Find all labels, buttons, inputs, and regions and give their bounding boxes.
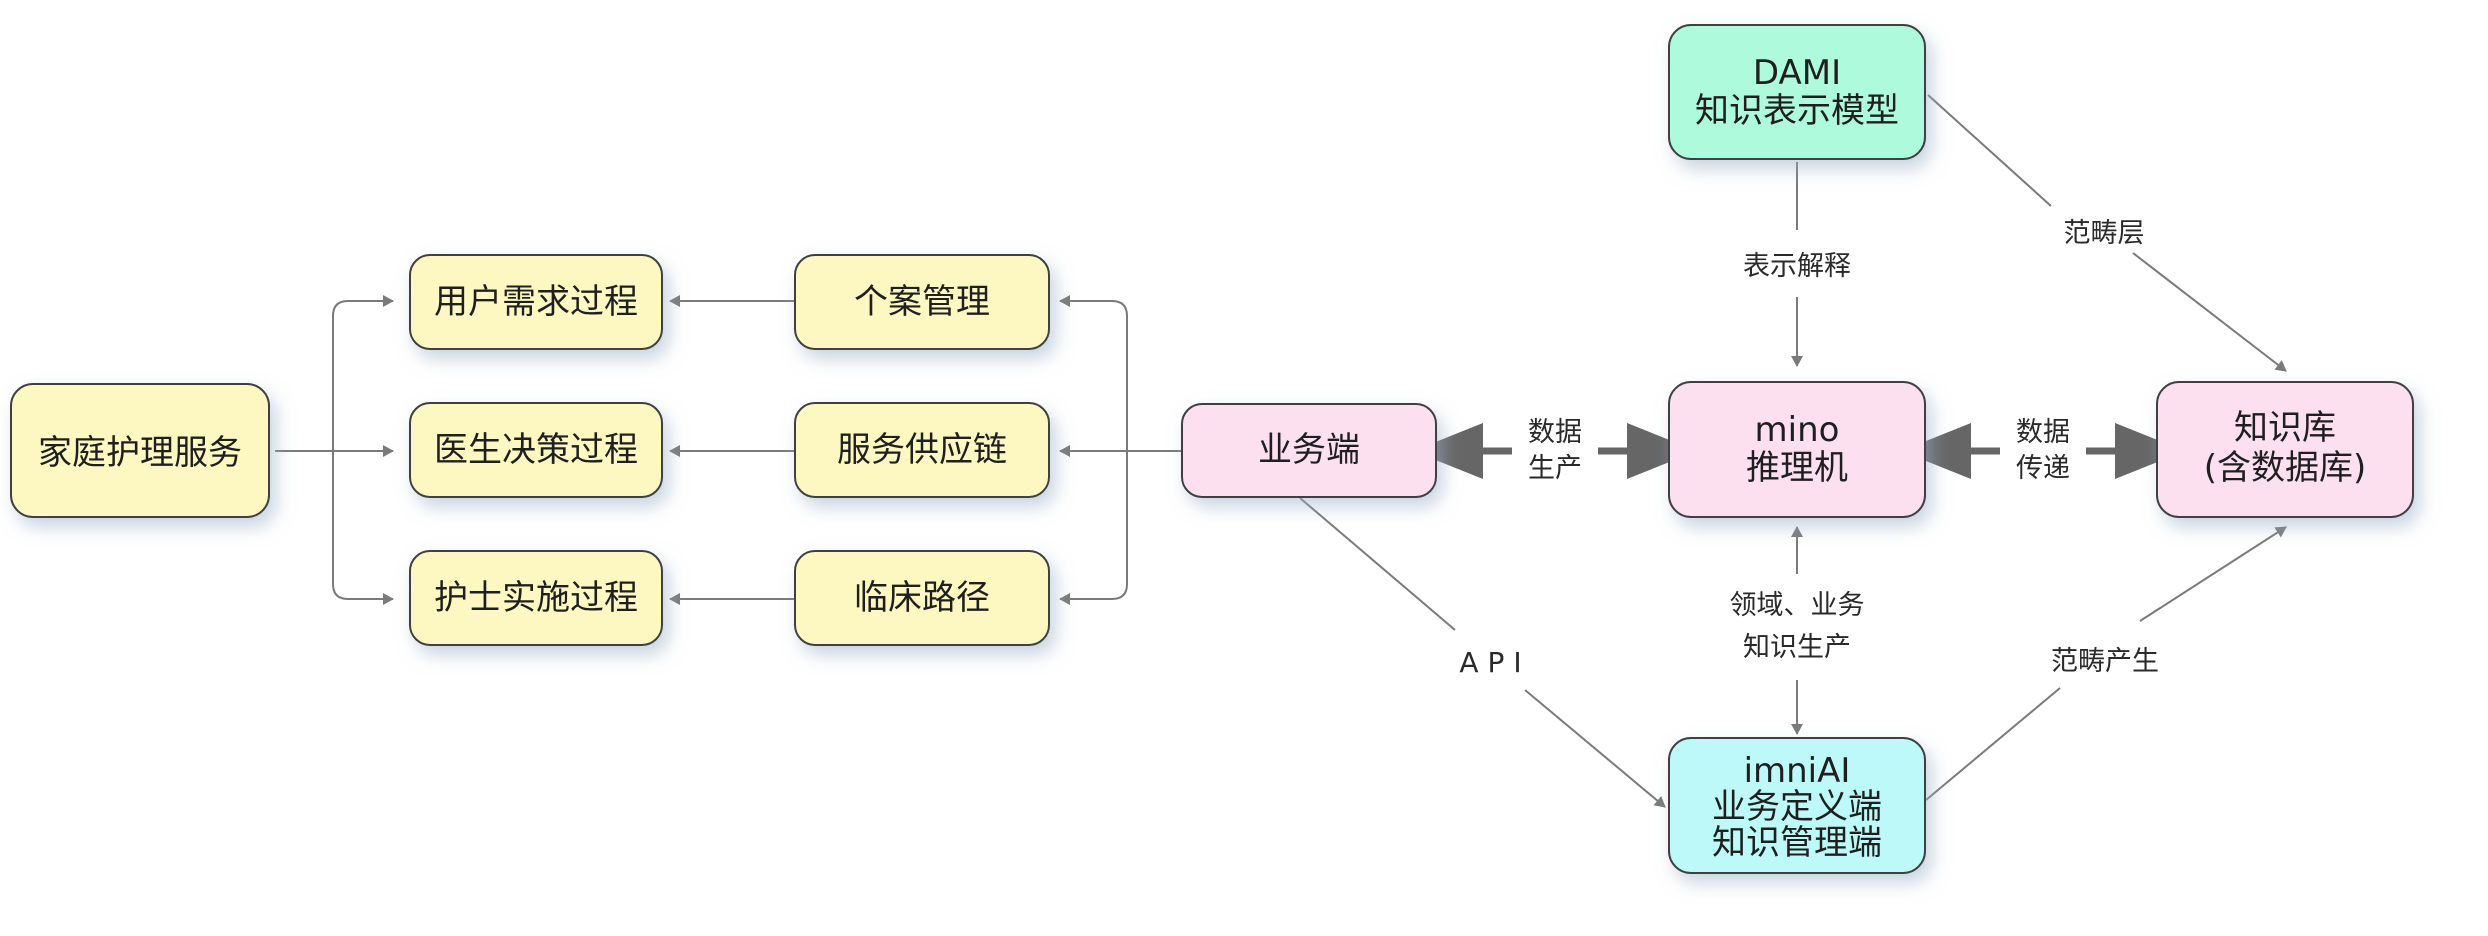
user-needs-process-label: 用户需求过程 [434, 282, 638, 322]
category-generation-label: 范畴产生 [2051, 646, 2159, 677]
api-to-imniai-segment [1524, 689, 1666, 808]
dami-to-knowledge-base-bottom-segment [2132, 252, 2287, 372]
clinical-pathway-node: 临床路径 [794, 550, 1050, 646]
nodes: 家庭护理服务 用户需求过程 医生决策过程 护士实施过程 个案管理 [10, 24, 2414, 874]
svg-text:DAMI: DAMI [1753, 53, 1841, 93]
dami-subtitle: 知识表示模型 [1695, 91, 1899, 131]
svg-text:家庭护理服务: 家庭护理服务 [38, 433, 242, 473]
svg-text:知识生产: 知识生产 [1743, 632, 1851, 663]
api-label: API [1459, 646, 1530, 679]
svg-text:知识库: 知识库 [2234, 408, 2336, 448]
service-supply-chain-label: 服务供应链 [837, 430, 1007, 470]
home-care-service-node: 家庭护理服务 [10, 383, 270, 518]
doctor-decision-process-label: 医生决策过程 [434, 430, 638, 470]
imniai-to-category-label-segment [1925, 687, 2061, 801]
svg-text:API: API [1459, 646, 1530, 679]
knowledge-base-node: 知识库 (含数据库) [2156, 381, 2414, 518]
dami-to-knowledge-base-top-segment [1927, 94, 2052, 207]
svg-text:业务端: 业务端 [1258, 430, 1360, 470]
doctor-decision-process-node: 医生决策过程 [409, 402, 663, 498]
data-production-label-line-2: 生产 [1528, 453, 1582, 484]
dami-title: DAMI [1753, 53, 1841, 93]
svg-text:范畴产生: 范畴产生 [2051, 646, 2159, 677]
svg-text:表示解释: 表示解释 [1743, 251, 1851, 282]
svg-text:mino: mino [1755, 410, 1840, 450]
mino-subtitle: 推理机 [1746, 448, 1848, 488]
home-care-split-to-nurse-edge [332, 451, 394, 605]
svg-text:个案管理: 个案管理 [854, 282, 990, 322]
data-transfer-label-line-2: 传递 [2016, 453, 2070, 484]
business-split-to-clinical-pathway-edge [1059, 451, 1128, 605]
domain-business-knowledge-label-line-2: 知识生产 [1743, 632, 1851, 663]
clinical-pathway-label: 临床路径 [854, 578, 990, 618]
nurse-implementation-process-label: 护士实施过程 [434, 578, 638, 618]
svg-text:用户需求过程: 用户需求过程 [434, 282, 638, 322]
knowledge-base-subtitle: (含数据库) [2204, 448, 2367, 488]
home-care-service-label: 家庭护理服务 [38, 433, 242, 473]
category-label-to-knowledge-base-segment [2139, 526, 2287, 622]
svg-text:业务定义端: 业务定义端 [1712, 787, 1882, 827]
business-split-to-case-management-edge [1059, 295, 1128, 451]
svg-text:护士实施过程: 护士实施过程 [434, 578, 638, 618]
svg-text:生产: 生产 [1528, 453, 1582, 484]
imniai-knowledge-management: 知识管理端 [1712, 823, 1882, 863]
representation-interpretation-label: 表示解释 [1743, 251, 1851, 282]
svg-text:临床路径: 临床路径 [854, 578, 990, 618]
svg-text:服务供应链: 服务供应链 [837, 430, 1007, 470]
business-end-node: 业务端 [1181, 403, 1437, 498]
svg-text:领域、业务: 领域、业务 [1730, 590, 1865, 621]
svg-text:传递: 传递 [2016, 453, 2070, 484]
edges [275, 94, 2287, 808]
imniai-title: imniAI [1744, 751, 1851, 791]
data-transfer-label-line-1: 数据 [2016, 417, 2070, 448]
svg-text:imniAI: imniAI [1744, 751, 1851, 791]
svg-text:(含数据库): (含数据库) [2204, 448, 2367, 488]
domain-business-knowledge-label-line-1: 领域、业务 [1730, 590, 1865, 621]
svg-text:数据: 数据 [2016, 417, 2070, 448]
nurse-implementation-process-node: 护士实施过程 [409, 550, 663, 646]
dami-node: DAMI 知识表示模型 [1668, 24, 1926, 160]
imniai-node: imniAI 业务定义端 知识管理端 [1668, 737, 1926, 874]
home-care-split-to-user-needs-edge [332, 295, 394, 451]
mino-node: mino 推理机 [1668, 381, 1926, 518]
svg-text:知识管理端: 知识管理端 [1712, 823, 1882, 863]
case-management-node: 个案管理 [794, 254, 1050, 350]
category-layer-label: 范畴层 [2064, 218, 2145, 249]
service-supply-chain-node: 服务供应链 [794, 402, 1050, 498]
imniai-business-definition: 业务定义端 [1712, 787, 1882, 827]
svg-text:范畴层: 范畴层 [2064, 218, 2145, 249]
case-management-label: 个案管理 [854, 282, 990, 322]
user-needs-process-node: 用户需求过程 [409, 254, 663, 350]
svg-text:医生决策过程: 医生决策过程 [434, 430, 638, 470]
mino-title: mino [1755, 410, 1840, 450]
business-end-to-api-segment [1299, 497, 1456, 631]
data-production-label-line-1: 数据 [1528, 417, 1582, 448]
svg-text:数据: 数据 [1528, 417, 1582, 448]
business-end-label: 业务端 [1258, 430, 1360, 470]
svg-text:知识表示模型: 知识表示模型 [1695, 91, 1899, 131]
edge-labels: 数据 生产 数据 传递 表示解释 范畴层 领域、业务 知识生产 范畴产生 API [1459, 218, 2159, 679]
knowledge-base-title: 知识库 [2234, 408, 2336, 448]
svg-text:推理机: 推理机 [1746, 448, 1848, 488]
